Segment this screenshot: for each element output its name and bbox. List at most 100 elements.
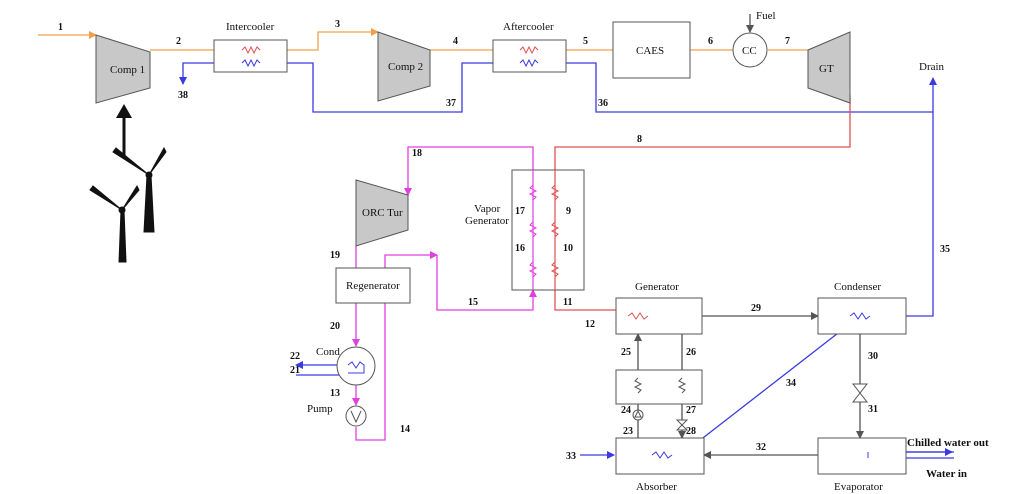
stream-label: 3 — [335, 19, 340, 30]
coil-icon — [633, 377, 643, 394]
vapor-generator-label-1: Vapor — [474, 203, 501, 215]
stream-label: 30 — [868, 351, 878, 362]
intercooler-coil-icon — [241, 45, 261, 55]
stream-label: 7 — [785, 36, 790, 47]
aftercooler-coil-icon — [519, 58, 539, 68]
intercooler — [213, 39, 288, 73]
combustion-chamber-label: CC — [742, 45, 757, 57]
stream-label: 38 — [178, 90, 188, 101]
stream-label: 12 — [585, 319, 595, 330]
absorber-label: Absorber — [636, 481, 677, 493]
stream-label: 21 — [290, 365, 300, 376]
pump-icon — [350, 410, 362, 424]
stream-label: 4 — [453, 36, 458, 47]
absorber — [615, 437, 705, 475]
absorption-generator — [615, 297, 703, 335]
stream-label: 37 — [446, 98, 456, 109]
stream-label: 8 — [637, 134, 642, 145]
stream-labels: 1 2 3 4 5 6 7 8 9 10 11 12 13 14 15 16 1… — [58, 19, 950, 462]
absorption-condenser — [817, 297, 907, 335]
compressor-2 — [377, 31, 431, 102]
stream-label: 16 — [515, 243, 525, 254]
coil-icon — [550, 221, 560, 238]
regenerator-label: Regenerator — [346, 280, 400, 292]
stream-label: 35 — [940, 244, 950, 255]
air-stream — [38, 28, 808, 51]
coil-icon — [550, 184, 560, 201]
wind-turbine-icon — [89, 184, 140, 263]
chilled-water-out-label: Chilled water out — [907, 437, 989, 449]
coolant-stream — [179, 62, 954, 459]
stream-label: 26 — [686, 347, 696, 358]
vapor-generator — [511, 169, 585, 291]
intercooler-coil-icon — [241, 58, 261, 68]
stream-label: 19 — [330, 250, 340, 261]
stream-label: 5 — [583, 36, 588, 47]
orc-condenser-label: Cond — [316, 346, 340, 358]
coil-icon — [677, 377, 687, 394]
water-in-label: Water in — [926, 468, 967, 480]
caes-storage — [612, 21, 691, 79]
stream-label: 10 — [563, 243, 573, 254]
orc-turbine-label: ORC Tur — [362, 207, 403, 219]
solution-valve-icon — [675, 419, 689, 431]
aftercooler — [492, 39, 567, 73]
gas-turbine — [807, 31, 851, 104]
compressor-1-label: Comp 1 — [110, 64, 145, 76]
stream-label: 20 — [330, 321, 340, 332]
combustion-chamber — [732, 32, 768, 68]
condenser-coil-icon — [849, 312, 871, 320]
stream-label: 11 — [563, 297, 572, 308]
orc-turbine — [355, 179, 409, 247]
stream-label: 34 — [786, 378, 796, 389]
stream-label: 33 — [566, 451, 576, 462]
exhaust-stream — [554, 95, 851, 327]
generator-coil-icon — [627, 312, 649, 320]
compressor-2-label: Comp 2 — [388, 61, 423, 73]
intercooler-label: Intercooler — [226, 21, 275, 33]
orc-stream — [352, 146, 537, 441]
pump-label: Pump — [307, 403, 333, 415]
wind-drive-arrowhead — [116, 104, 132, 118]
stream-label: 15 — [468, 297, 478, 308]
stream-label: 36 — [598, 98, 608, 109]
caes-label: CAES — [636, 45, 664, 57]
stream-label: 17 — [515, 206, 525, 217]
coil-icon — [528, 221, 538, 238]
aftercooler-coil-icon — [519, 45, 539, 55]
stream-label: 27 — [686, 405, 696, 416]
evaporator — [817, 437, 907, 475]
stream-label: 31 — [868, 404, 878, 415]
gas-turbine-label: GT — [819, 63, 834, 75]
stream-label: 13 — [330, 388, 340, 399]
evaporator-label: Evaporator — [834, 481, 883, 493]
coil-icon — [528, 261, 538, 278]
stream-label: 29 — [751, 303, 761, 314]
stream-label: 6 — [708, 36, 713, 47]
compressor-1 — [95, 34, 151, 104]
stream-label: 23 — [623, 426, 633, 437]
solution-heat-exchanger — [615, 369, 703, 405]
coil-icon — [528, 184, 538, 201]
stream-label: 22 — [290, 351, 300, 362]
drain-label: Drain — [919, 61, 945, 73]
stream-label: 25 — [621, 347, 631, 358]
coil-icon — [550, 261, 560, 278]
vapor-generator-label-2: Generator — [465, 215, 509, 227]
condenser-label: Condenser — [834, 281, 881, 293]
stream-label: 28 — [686, 426, 696, 437]
stream-label: 18 — [412, 148, 422, 159]
expansion-valve-icon — [851, 383, 869, 403]
regenerator — [335, 267, 411, 304]
generator-label: Generator — [635, 281, 679, 293]
orc-condenser — [336, 346, 376, 386]
stream-label: 9 — [566, 206, 571, 217]
stream-label: 1 — [58, 22, 63, 33]
fuel-label: Fuel — [756, 10, 776, 22]
solution-pump-icon — [634, 409, 642, 418]
stream-label: 24 — [621, 405, 631, 416]
absorber-coil-icon — [651, 451, 673, 459]
wind-turbine-icon — [112, 146, 167, 233]
stream-label: 32 — [756, 442, 766, 453]
stream-label: 2 — [176, 36, 181, 47]
